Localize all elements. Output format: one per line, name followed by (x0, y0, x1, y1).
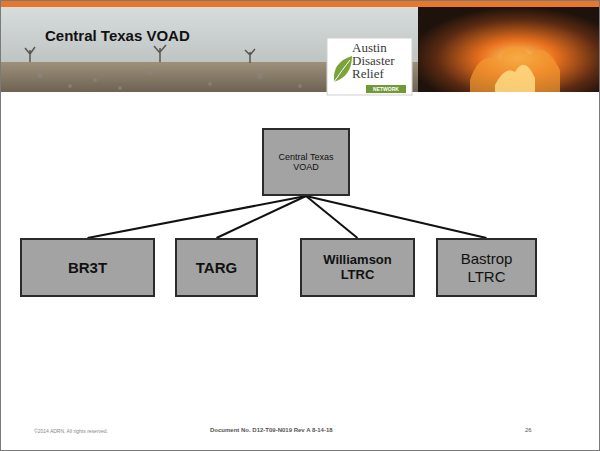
connector-line (306, 196, 487, 238)
document-number: Document No. D12-T09-N019 Rev A 8-14-18 (210, 427, 390, 434)
connector-stroke (306, 196, 487, 238)
connector-stroke (88, 196, 307, 238)
copyright-note: ©2014 ADRN. All rights reserved. (34, 428, 164, 434)
member-box: BR3T (20, 238, 155, 297)
connector-line (88, 196, 307, 238)
connector-line (217, 196, 307, 238)
parent-box: Central Texas VOAD (262, 128, 350, 196)
box-label: Central Texas VOAD (269, 152, 343, 173)
logo-subtitle: NETWORK (366, 85, 406, 93)
box-label: Williamson LTRC (307, 253, 408, 283)
box-label: TARG (196, 259, 237, 276)
box-label: BR3T (68, 259, 107, 276)
member-box: Williamson LTRC (300, 238, 415, 297)
logo-text: Austin Disaster Relief (352, 41, 408, 80)
box-label: Bastrop LTRC (443, 250, 530, 285)
slide-title: Central Texas VOAD (45, 27, 190, 44)
member-box: Bastrop LTRC (436, 238, 537, 297)
connector-stroke (217, 196, 307, 238)
member-box: TARG (175, 238, 258, 297)
page-number: 26 (525, 427, 550, 434)
